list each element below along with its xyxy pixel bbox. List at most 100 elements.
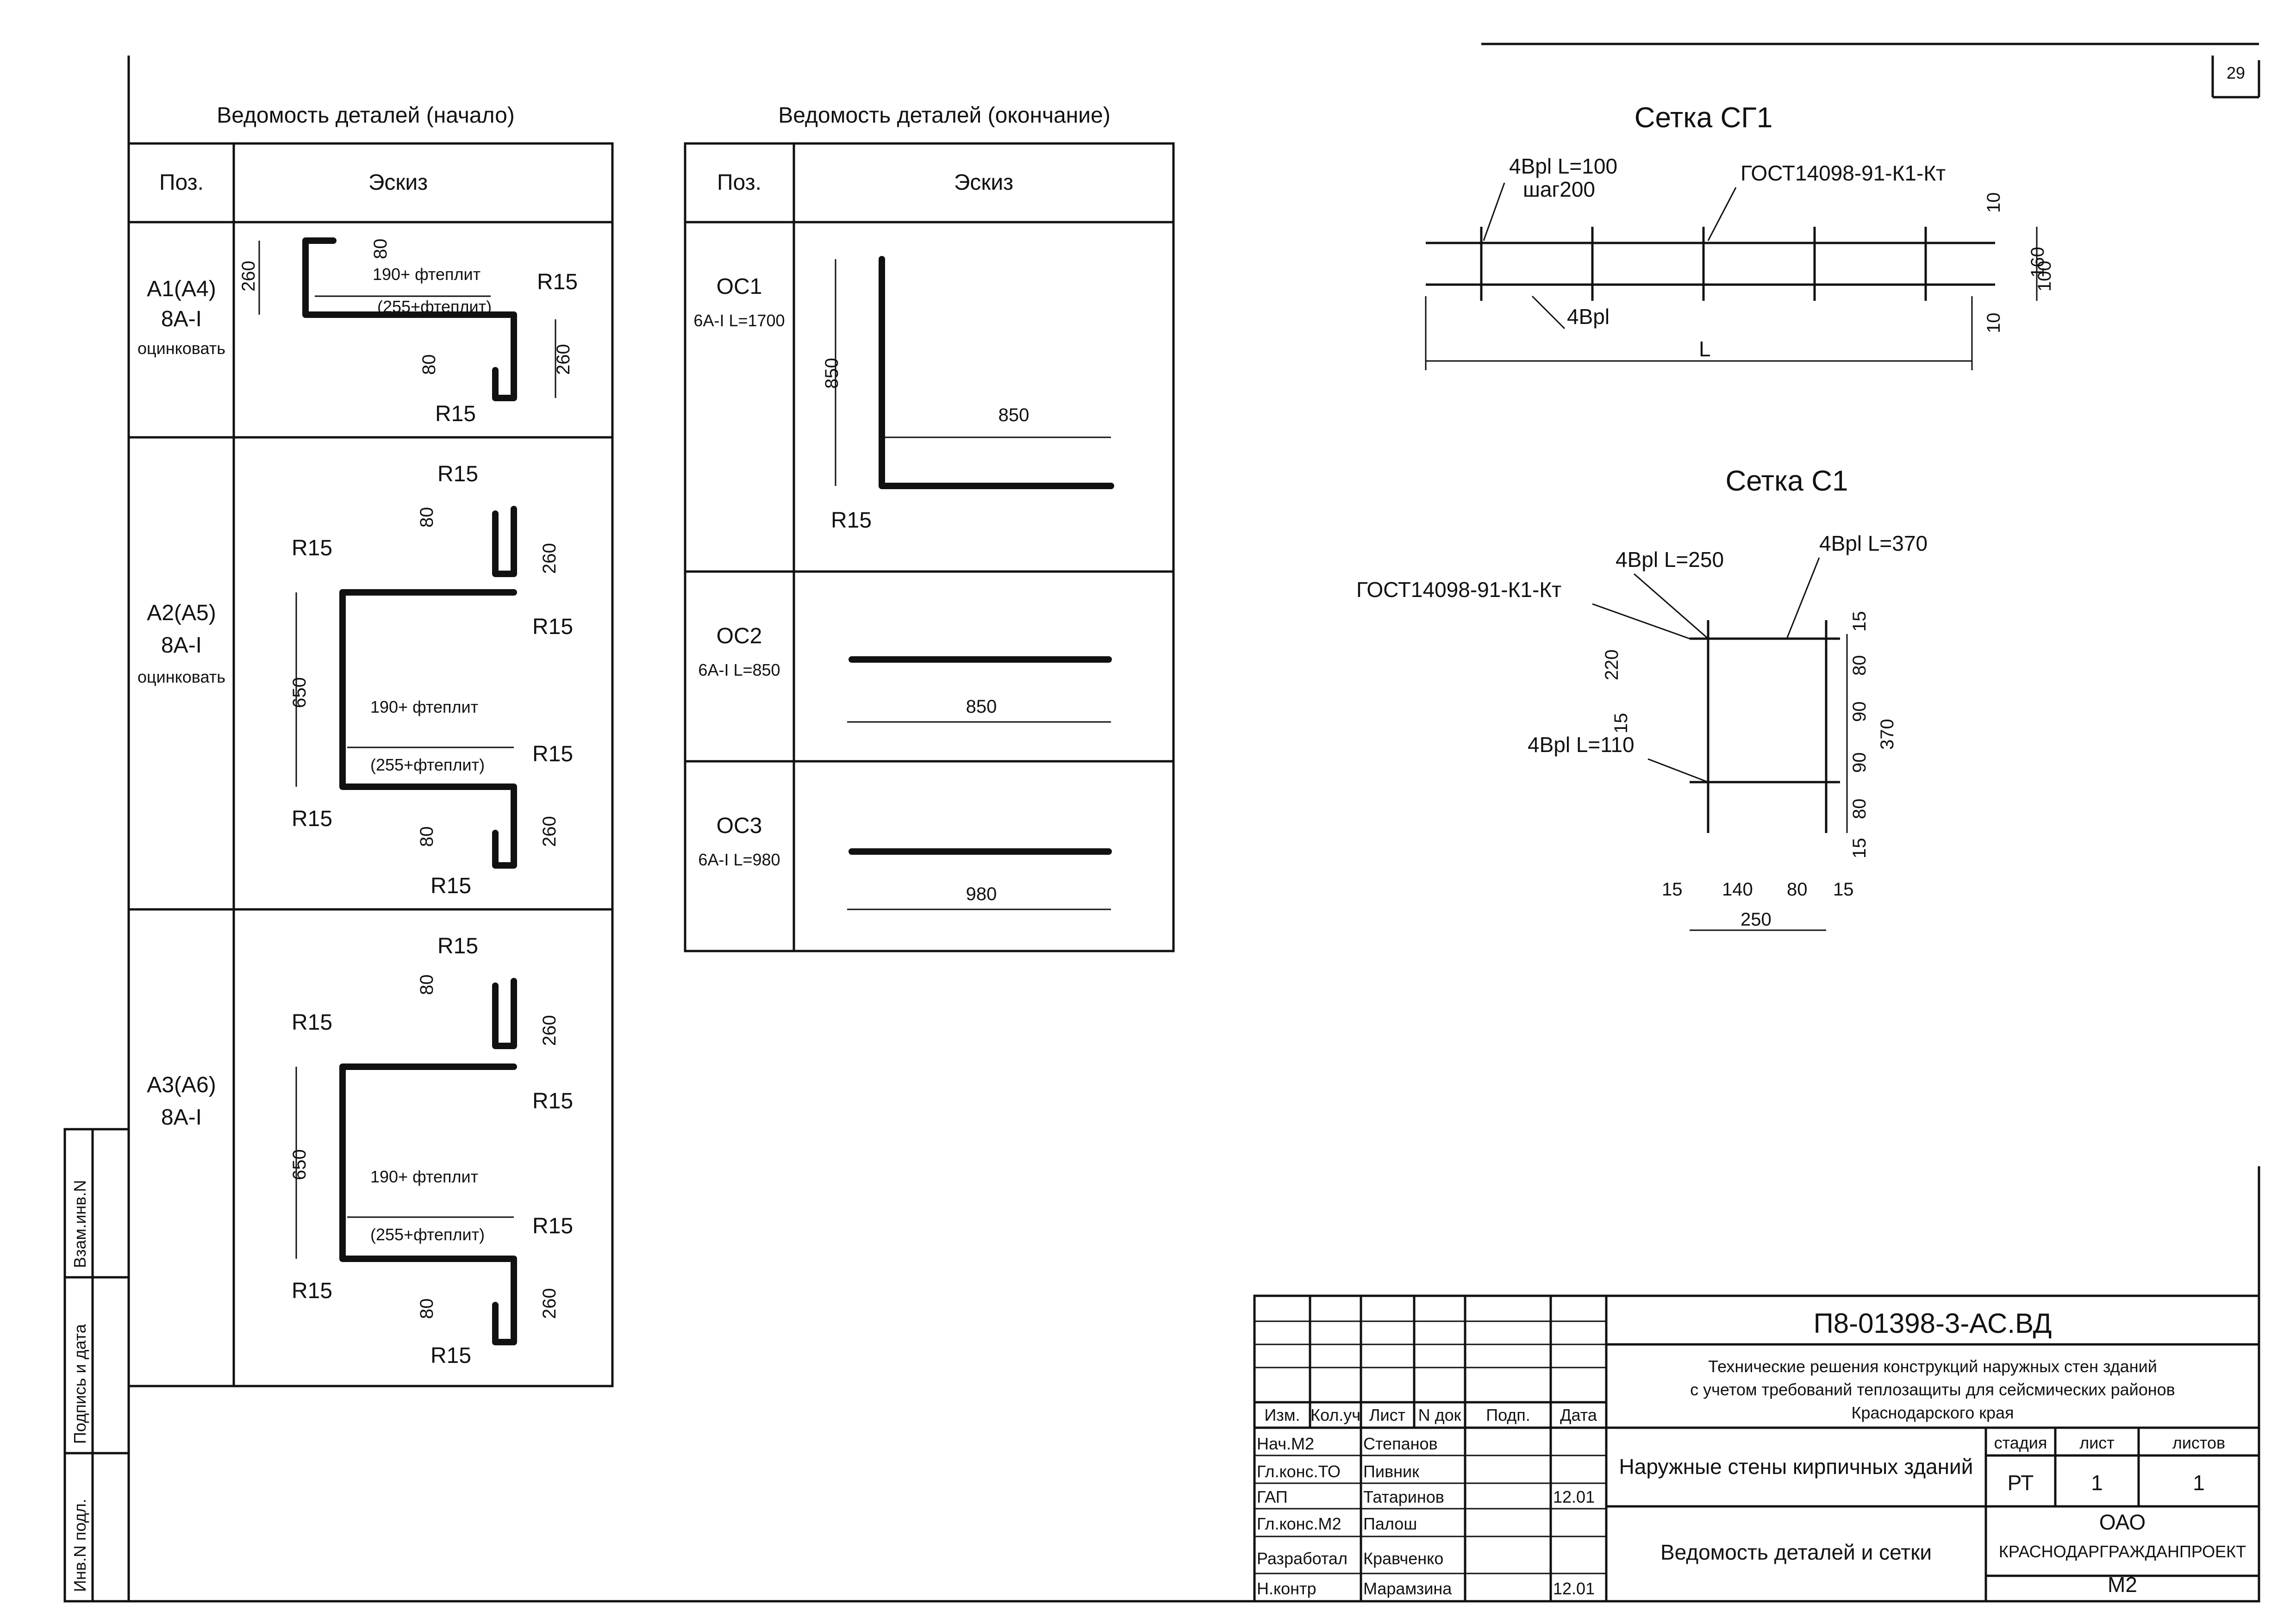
svg-text:10: 10: [1984, 313, 2004, 334]
svg-text:650: 650: [289, 1149, 310, 1180]
mesh-sg1: Сетка СГ1 4Врl L=100 шаг200 ГОСТ14098-91…: [1425, 102, 2055, 370]
svg-text:650: 650: [289, 677, 310, 708]
table2-col-pos: Поз.: [717, 170, 761, 195]
row-a1-pos: А1(А4): [147, 277, 216, 301]
row-a2-note: оцинковать: [137, 667, 225, 686]
svg-text:80: 80: [417, 975, 437, 995]
table2-col-sketch: Эскиз: [954, 170, 1013, 195]
svg-text:10: 10: [1984, 193, 2004, 213]
doc-code: П8-01398-3-АС.ВД: [1814, 1308, 2052, 1339]
svg-text:850: 850: [822, 358, 842, 389]
svg-text:80: 80: [417, 1299, 437, 1319]
svg-text:Кравченко: Кравченко: [1363, 1549, 1443, 1568]
row-a3-pos: А3(А6): [147, 1073, 216, 1097]
svg-text:листов: листов: [2172, 1433, 2225, 1452]
details-table-end: Ведомость деталей (окончание) Поз. Эскиз…: [684, 103, 1175, 952]
svg-text:160: 160: [2028, 247, 2048, 278]
svg-text:140: 140: [1722, 879, 1753, 900]
svg-text:370: 370: [1877, 719, 1897, 750]
svg-text:ОАО: ОАО: [2099, 1510, 2146, 1534]
role: Нач.М2: [1257, 1434, 1314, 1453]
svg-text:(255+фтеплит): (255+фтеплит): [370, 1225, 485, 1244]
sketch-a1: 260 80 190+ фтеплит (255+фтеплит) 260 80…: [238, 237, 578, 426]
doc-desc-2: с учетом требований теплозащиты для сейс…: [1690, 1380, 2175, 1399]
svg-text:R15: R15: [292, 536, 332, 560]
svg-text:980: 980: [966, 884, 997, 904]
svg-text:12.01: 12.01: [1553, 1487, 1595, 1506]
svg-text:850: 850: [966, 696, 997, 717]
svg-text:R15: R15: [430, 1343, 471, 1368]
svg-text:4Врl L=250: 4Врl L=250: [1616, 547, 1724, 572]
svg-text:R15: R15: [831, 508, 872, 533]
row-a1-steel: 8А-I: [161, 307, 202, 331]
svg-text:шаг200: шаг200: [1523, 177, 1595, 201]
r-label: R15: [537, 270, 578, 294]
svg-text:90: 90: [1849, 702, 1870, 722]
svg-text:15: 15: [1662, 879, 1683, 900]
sheet-value: 1: [2091, 1471, 2103, 1495]
svg-text:260: 260: [539, 816, 560, 847]
sheets-value: 1: [2193, 1471, 2205, 1495]
table1-col-sketch: Эскиз: [368, 170, 428, 195]
svg-text:15: 15: [1849, 611, 1870, 632]
svg-text:15: 15: [1611, 713, 1631, 734]
svg-text:R15: R15: [532, 1089, 573, 1113]
subject: Наружные стены кирпичных зданий: [1619, 1455, 1973, 1479]
table1-title: Ведомость деталей (начало): [217, 103, 515, 128]
sketch-a2: 650 80 260 190+ фтеплит (255+фтеплит) 80…: [289, 462, 573, 898]
svg-text:ГОСТ14098-91-К1-Кт: ГОСТ14098-91-К1-Кт: [1356, 578, 1561, 602]
svg-text:ГАП: ГАП: [1257, 1487, 1288, 1506]
title-block: П8-01398-3-АС.ВД Технические решения кон…: [1253, 1294, 2260, 1603]
svg-text:4Врl L=110: 4Врl L=110: [1528, 733, 1635, 757]
svg-text:220: 220: [1602, 649, 1622, 680]
svg-text:80: 80: [417, 507, 437, 528]
svg-text:100: 100: [2034, 261, 2055, 292]
svg-text:L: L: [1699, 337, 1711, 361]
side-stamp: Инв.N подл. Подпись и дата Взам.инв.N: [63, 1128, 130, 1603]
row-oc1-pos: ОС1: [717, 274, 762, 299]
svg-text:Марамзина: Марамзина: [1363, 1579, 1452, 1598]
svg-text:90: 90: [1849, 752, 1870, 773]
svg-text:15: 15: [1849, 838, 1870, 859]
svg-text:4Врl L=100: 4Врl L=100: [1509, 154, 1617, 178]
row-oc1-steel: 6А-I L=1700: [693, 311, 785, 330]
svg-text:260: 260: [553, 344, 574, 375]
svg-text:R15: R15: [292, 1279, 332, 1303]
svg-text:Разработал: Разработал: [1257, 1549, 1348, 1568]
svg-text:80: 80: [1849, 799, 1870, 820]
mesh-c1: Сетка С1 4Врl L=250 4Врl L=370 ГОСТ14098…: [1356, 465, 1928, 931]
side-stamp-vzam: Взам.инв.N: [70, 1180, 89, 1268]
row-a2-steel: 8А-I: [161, 633, 202, 658]
svg-text:260: 260: [238, 261, 259, 292]
svg-text:Гл.конс.М2: Гл.конс.М2: [1257, 1514, 1341, 1533]
svg-text:850: 850: [998, 405, 1029, 425]
row-oc2-pos: ОС2: [717, 624, 762, 648]
svg-text:R15: R15: [437, 462, 478, 486]
svg-text:260: 260: [539, 543, 560, 574]
svg-text:R15: R15: [292, 1010, 332, 1035]
sketch-oc3: 980: [847, 848, 1112, 910]
row-oc3-steel: 6А-I L=980: [698, 850, 780, 869]
svg-text:лист: лист: [2079, 1433, 2115, 1452]
svg-text:190+ фтеплит: 190+ фтеплит: [370, 1167, 478, 1186]
sketch-a3: 650 80 260 190+ фтеплит (255+фтеплит) 80…: [289, 934, 573, 1368]
svg-text:Дата: Дата: [1560, 1405, 1597, 1424]
name: Степанов: [1363, 1434, 1438, 1453]
stage-value: РТ: [2008, 1471, 2034, 1495]
svg-text:Пивник: Пивник: [1363, 1462, 1419, 1481]
row-a1-note: оцинковать: [137, 339, 225, 358]
svg-text:80: 80: [417, 827, 437, 847]
svg-text:250: 250: [1741, 909, 1772, 930]
sketch-oc2: 850: [847, 656, 1112, 723]
svg-text:260: 260: [539, 1288, 560, 1319]
svg-text:Лист: Лист: [1369, 1405, 1405, 1424]
svg-text:R15: R15: [437, 934, 478, 958]
details-table-start: Ведомость деталей (начало) Поз. Эскиз А1…: [127, 103, 614, 1387]
doc-desc-1: Технические решения конструкций наружных…: [1708, 1357, 2157, 1376]
svg-text:Татаринов: Татаринов: [1363, 1487, 1444, 1506]
svg-text:Кол.уч: Кол.уч: [1310, 1405, 1360, 1424]
svg-text:R15: R15: [532, 615, 573, 639]
svg-text:стадия: стадия: [1994, 1433, 2047, 1452]
svg-text:80: 80: [370, 239, 391, 260]
row-a2-pos: А2(А5): [147, 601, 216, 625]
